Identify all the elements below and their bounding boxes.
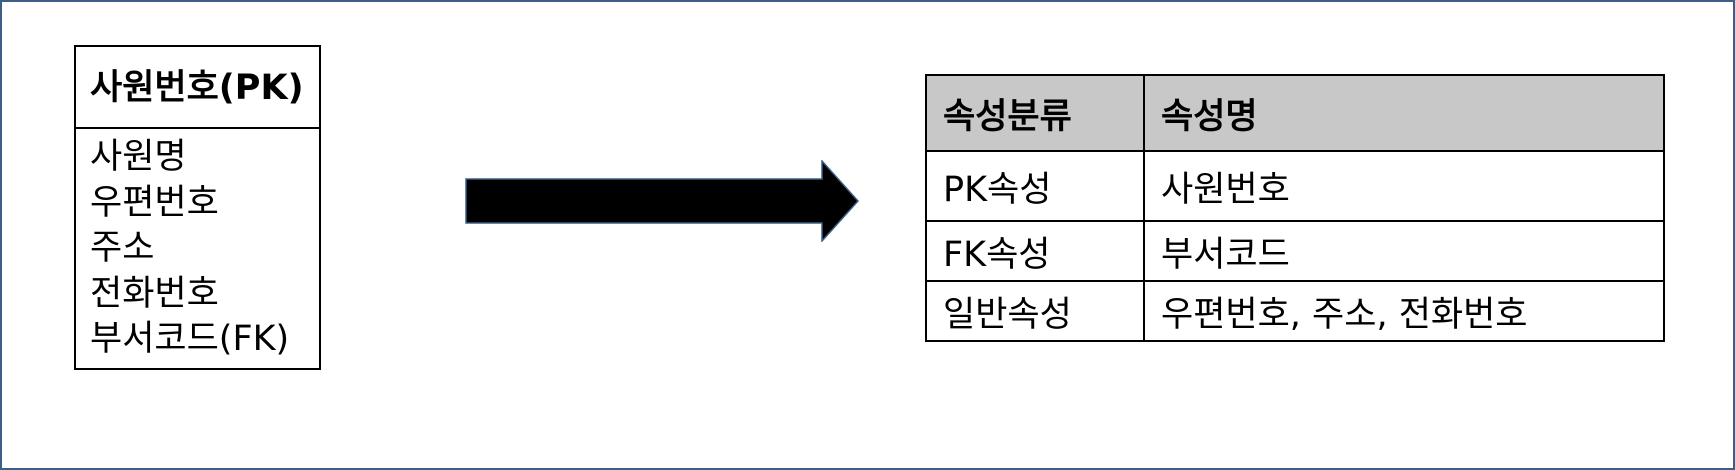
table-header-row: 속성분류 속성명: [925, 74, 1665, 152]
cell-attribute-name: 우편번호, 주소, 전화번호: [1143, 280, 1665, 342]
entity-attribute: 주소: [90, 228, 155, 268]
cell-category: FK속성: [925, 220, 1145, 282]
header-attribute-category: 속성분류: [925, 74, 1145, 152]
cell-category: 일반속성: [925, 280, 1145, 342]
table-row: FK속성 부서코드: [925, 220, 1665, 282]
entity-attribute: 우편번호: [90, 182, 219, 223]
cell-attribute-name: 사원번호: [1143, 150, 1665, 222]
header-attribute-name: 속성명: [1143, 74, 1665, 152]
entity-attribute: 사원명: [90, 137, 187, 177]
entity-primary-key: 사원번호(PK): [76, 47, 319, 129]
entity-attribute: 전화번호: [90, 273, 219, 314]
table-row: 일반속성 우편번호, 주소, 전화번호: [925, 280, 1665, 342]
cell-category: PK속성: [925, 150, 1145, 222]
table-row: PK속성 사원번호: [925, 150, 1665, 222]
employee-entity-box: 사원번호(PK) 사원명 우편번호 주소 전화번호 부서코드(FK): [74, 45, 321, 370]
right-arrow-icon: [465, 160, 860, 242]
cell-attribute-name: 부서코드: [1143, 220, 1665, 282]
entity-attribute: 부서코드(FK): [90, 319, 290, 359]
attribute-classification-table: 속성분류 속성명 PK속성 사원번호 FK속성 부서코드 일반속성 우편번호, …: [925, 74, 1665, 342]
entity-attribute-list: 사원명 우편번호 주소 전화번호 부서코드(FK): [76, 129, 319, 363]
